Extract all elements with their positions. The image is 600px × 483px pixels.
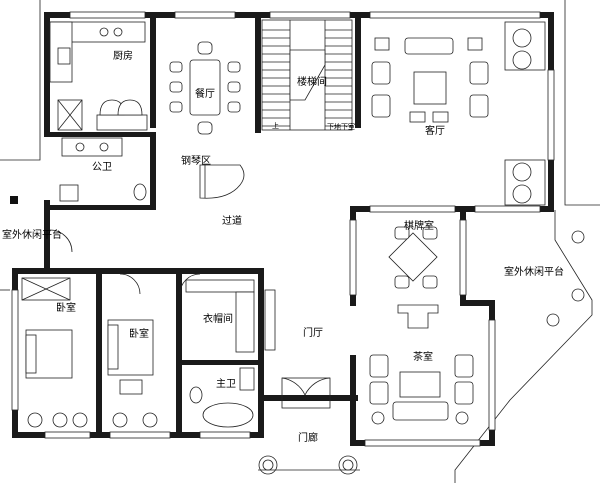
tea-room-furniture (369, 354, 474, 425)
room-label-piano: 钢琴区 (181, 156, 211, 167)
plant-pots (512, 28, 532, 204)
bedroom-left-furniture (21, 277, 88, 428)
staircase (261, 19, 353, 131)
room-label-wardrobe: 衣帽间 (203, 314, 233, 325)
room-label-dining: 餐厅 (195, 89, 215, 100)
room-label-chess-room: 棋牌室 (404, 221, 434, 232)
room-label-master-wc: 主卫 (216, 379, 236, 390)
room-label-corridor: 过道 (222, 216, 242, 227)
room-label-foyer: 门厅 (303, 328, 323, 339)
porch-columns (258, 230, 585, 475)
public-wc-fixtures (59, 137, 147, 202)
room-label-bedroom-mid: 卧室 (129, 329, 149, 340)
grand-piano (199, 164, 245, 199)
kitchen-fixtures (49, 21, 148, 131)
bedroom-mid-furniture (107, 319, 158, 428)
chess-table (388, 226, 439, 329)
room-label-outdoor-right: 室外休闲平台 (504, 267, 564, 278)
wardrobe-racks (185, 279, 276, 353)
doors (49, 229, 331, 409)
dining-set (169, 41, 241, 135)
room-label-kitchen: 厨房 (113, 51, 133, 62)
marker-square (10, 196, 18, 204)
room-label-living: 客厅 (425, 126, 445, 137)
windows (11, 11, 555, 447)
stair-label-down: 下地下室 (327, 123, 355, 131)
room-label-stairs: 楼梯间 (297, 77, 327, 88)
room-label-tea-room: 茶室 (413, 352, 433, 363)
master-wc-fixtures (189, 367, 255, 428)
room-label-outdoor-left: 室外休闲平台 (2, 230, 62, 241)
room-label-public-wc: 公卫 (92, 162, 112, 173)
room-label-porch: 门廊 (298, 433, 318, 444)
stair-label-up: 上 (272, 122, 279, 130)
living-room-furniture (371, 21, 546, 206)
room-label-bedroom-left: 卧室 (56, 303, 76, 314)
